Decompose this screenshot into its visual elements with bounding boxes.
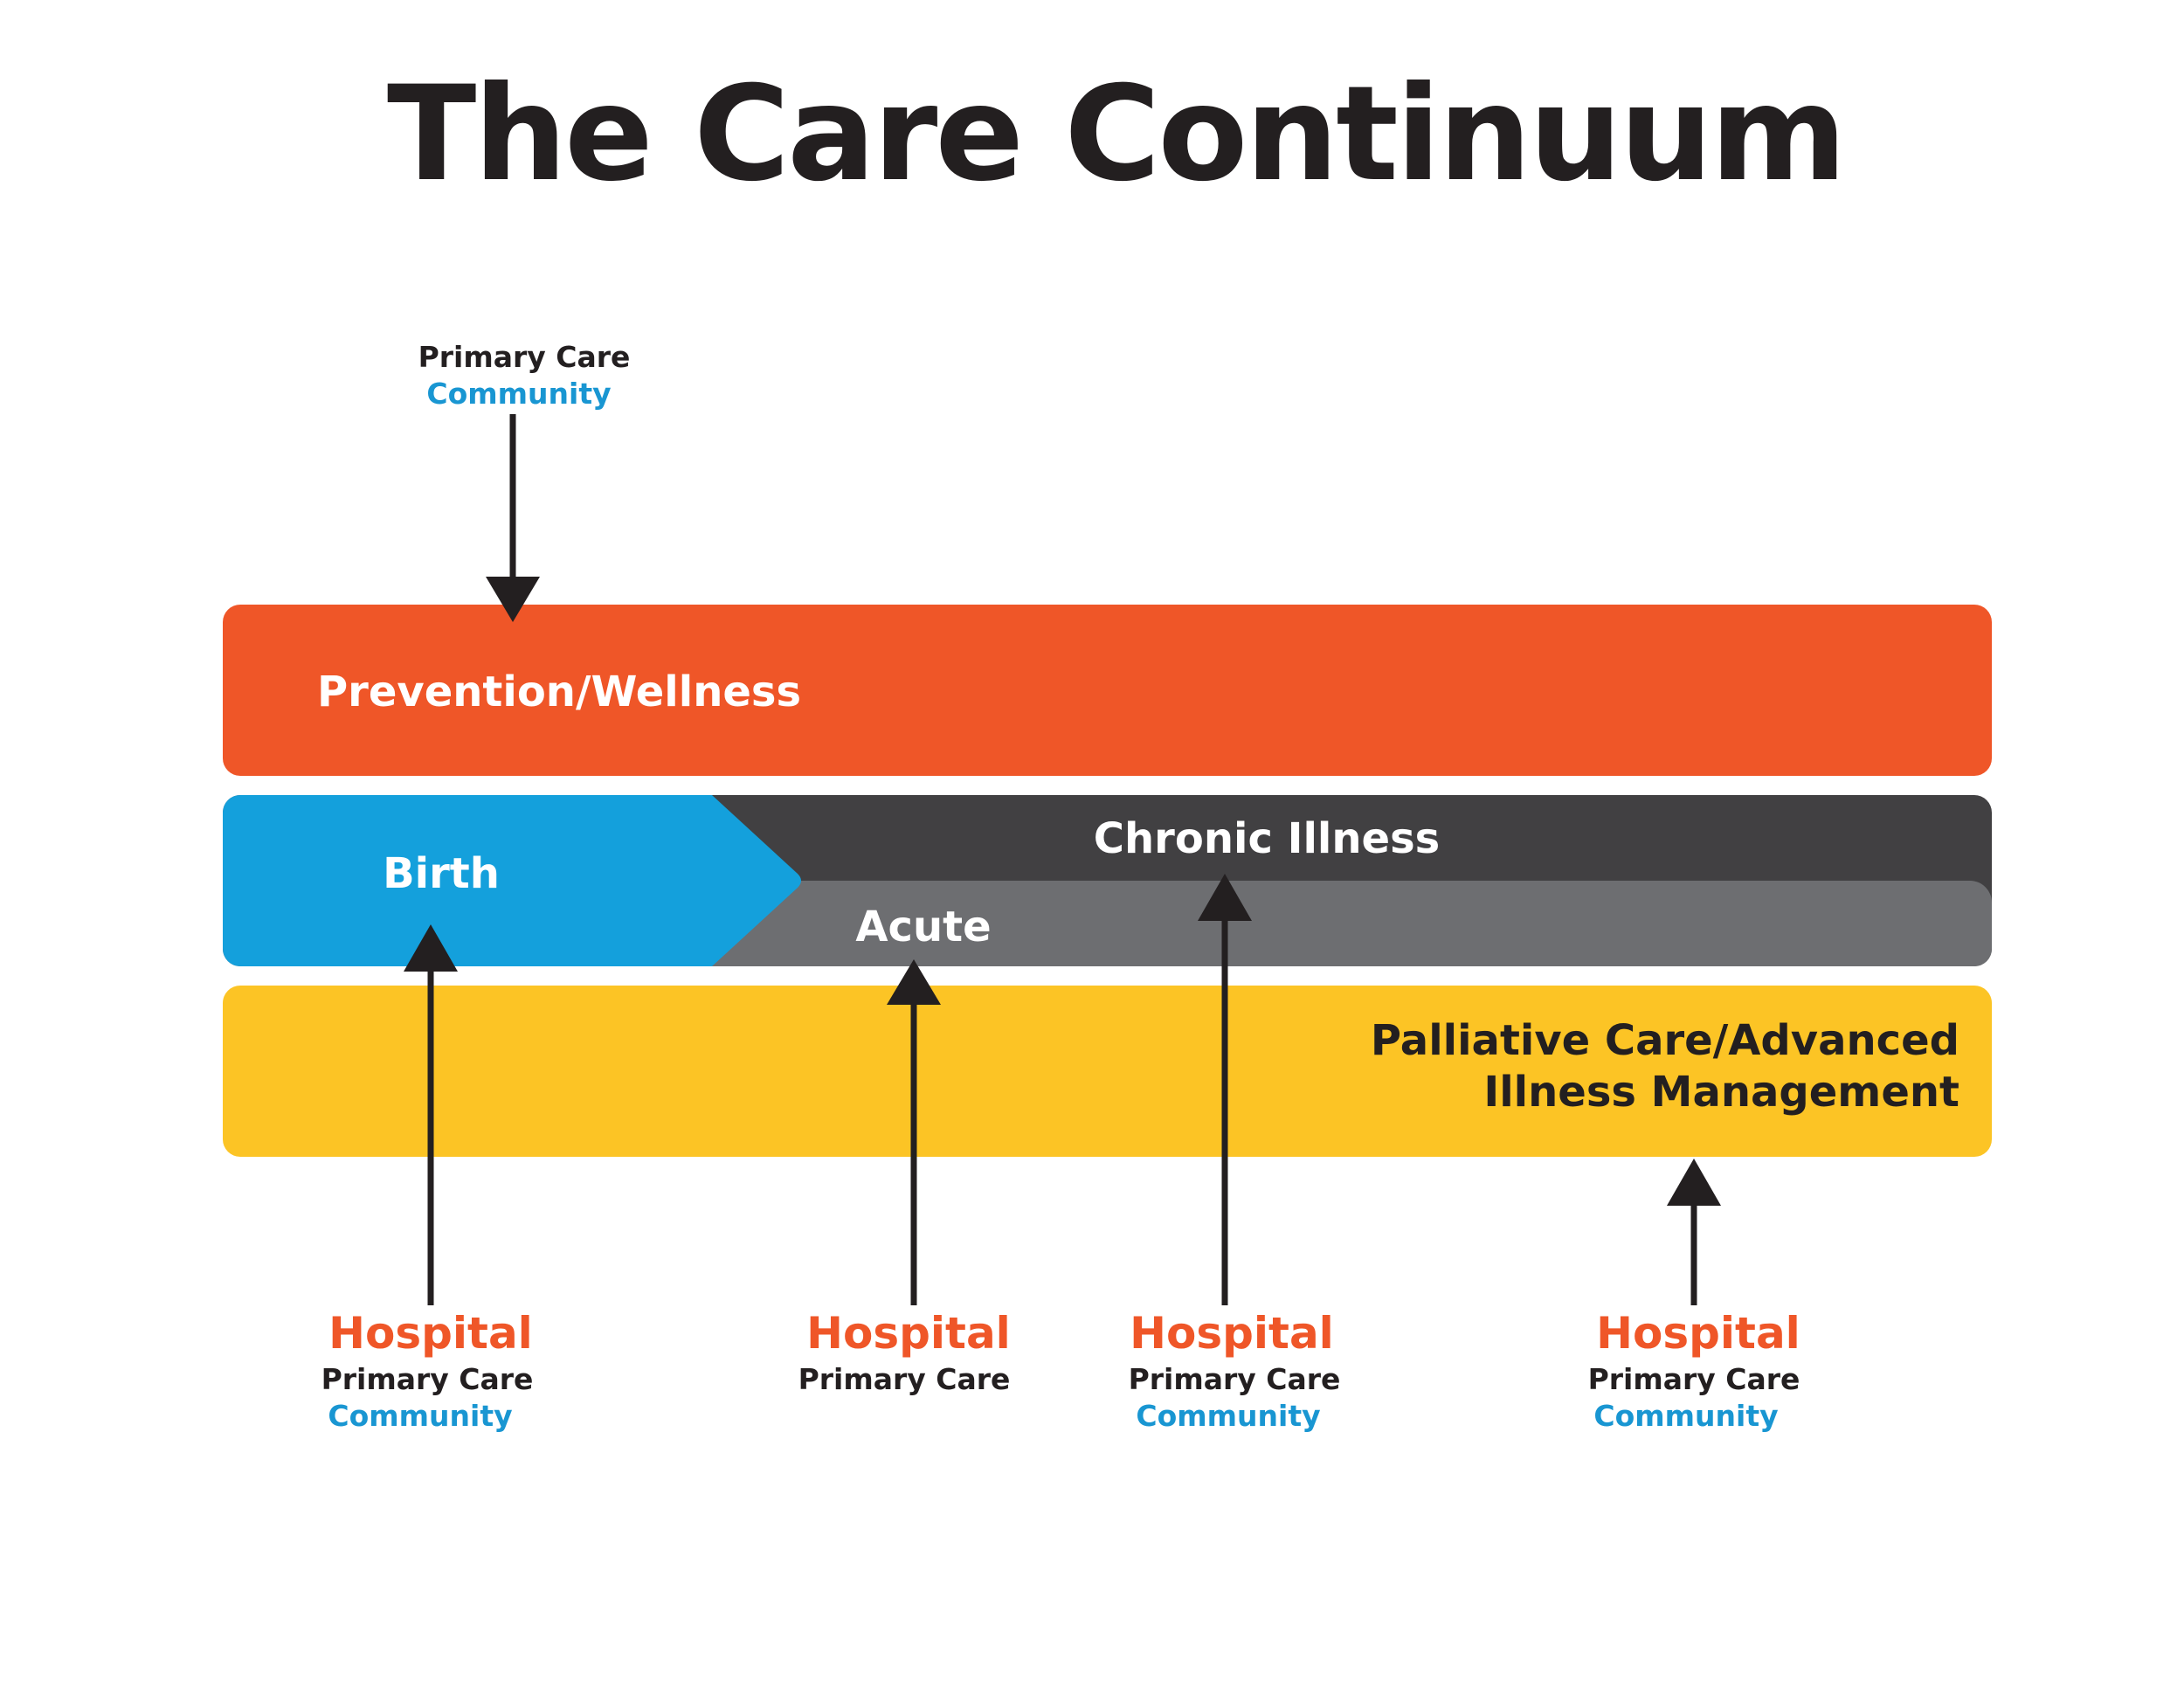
arrow-down-icon: [486, 414, 540, 622]
bottom-source-2: Hospital Primary Care: [798, 1308, 1011, 1396]
top-source-primary-care: Primary Care: [418, 340, 631, 374]
arrow-up-icon: [887, 959, 941, 1305]
bottom-source-4: Hospital Primary Care Community: [1588, 1308, 1800, 1433]
primary-care-label: Primary Care: [798, 1362, 1011, 1396]
hospital-label: Hospital: [328, 1308, 533, 1359]
chronic-illness-label: Chronic Illness: [1094, 814, 1440, 863]
community-label: Community: [1593, 1399, 1778, 1433]
palliative-band: [223, 986, 1992, 1157]
prevention-band: [223, 605, 1992, 776]
palliative-label-line1: Palliative Care/Advanced: [1371, 1016, 1959, 1065]
birth-label: Birth: [383, 849, 500, 898]
bottom-source-3: Hospital Primary Care Community: [1129, 1308, 1341, 1433]
primary-care-label: Primary Care: [321, 1362, 534, 1396]
primary-care-label: Primary Care: [1129, 1362, 1341, 1396]
arrow-up-icon: [404, 924, 458, 1305]
primary-care-label: Primary Care: [1588, 1362, 1800, 1396]
hospital-label: Hospital: [806, 1308, 1011, 1359]
bottom-source-1: Hospital Primary Care Community: [321, 1308, 534, 1433]
community-label: Community: [1136, 1399, 1320, 1433]
page-title: The Care Continuum: [387, 59, 1844, 211]
hospital-label: Hospital: [1130, 1308, 1334, 1359]
arrow-up-icon: [1198, 874, 1252, 1305]
palliative-label-line2: Illness Management: [1483, 1068, 1959, 1117]
prevention-label: Prevention/Wellness: [317, 668, 801, 716]
top-source-community: Community: [426, 377, 611, 411]
acute-band: [612, 881, 1992, 966]
birth-chevron: [223, 795, 801, 966]
hospital-label: Hospital: [1596, 1308, 1800, 1359]
arrow-up-icon: [1667, 1159, 1721, 1305]
community-label: Community: [328, 1399, 512, 1433]
acute-label: Acute: [855, 903, 991, 951]
